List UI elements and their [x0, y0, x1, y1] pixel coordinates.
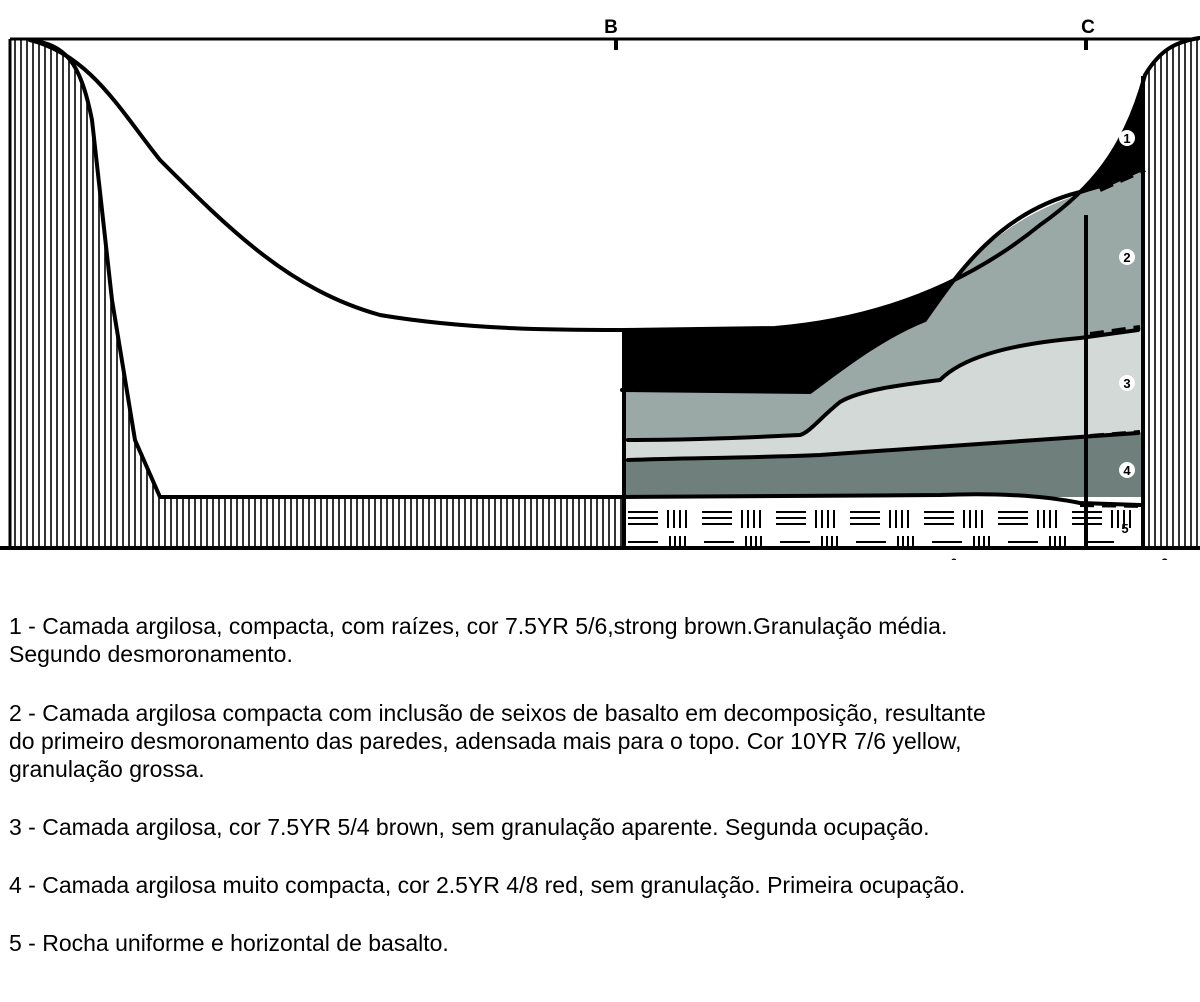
layer-number-3: 3 [1119, 375, 1135, 391]
layer-legend: 1 - Camada argilosa, compacta, com raíze… [9, 612, 1199, 957]
scale-bar-end: 2m [1161, 556, 1178, 560]
svg-text:1: 1 [1123, 131, 1130, 146]
dashed-boundary-1 [1099, 168, 1146, 192]
layer-number-4: 4 [1119, 462, 1135, 478]
dashed-boundary-4 [1089, 430, 1141, 438]
scale-bar-start: 0 [951, 556, 958, 560]
layer-2 [622, 170, 1145, 440]
section-label-c: C [1081, 17, 1095, 38]
layer-4 [622, 432, 1145, 505]
left-bedrock-wall [10, 40, 622, 548]
dashed-boundary-5 [1079, 503, 1146, 508]
layer-1 [622, 75, 1145, 392]
layer-number-5: 5 [1121, 521, 1128, 536]
legend-item-1: 1 - Camada argilosa, compacta, com raíze… [9, 613, 948, 667]
layer-number-2: 2 [1119, 249, 1135, 265]
layer-boundary-4-5 [620, 492, 1142, 507]
layer-3 [622, 330, 1145, 460]
layer-boundary-3-4 [626, 431, 1140, 462]
legend-item-5: 5 - Rocha uniforme e horizontal de basal… [9, 930, 449, 956]
stratigraphic-profile: B C 1 2 3 4 5 0 2m [0, 17, 1200, 560]
legend-item-2: 2 - Camada argilosa compacta com inclusã… [9, 700, 986, 782]
dashed-boundary-3 [1089, 325, 1141, 336]
section-label-b: B [604, 17, 618, 38]
legend-item-4: 4 - Camada argilosa muito compacta, cor … [9, 872, 966, 898]
legend-item-3: 3 - Camada argilosa, cor 7.5YR 5/4 brown… [9, 814, 930, 840]
svg-text:4: 4 [1123, 463, 1131, 478]
layer-5-rock [622, 497, 1145, 548]
left-wall-profile [28, 38, 624, 499]
svg-text:2: 2 [1123, 250, 1130, 265]
svg-text:3: 3 [1123, 376, 1130, 391]
layer-number-1: 1 [1119, 130, 1135, 146]
layer-boundary-2-3 [626, 328, 1140, 442]
right-bedrock-wall [1145, 38, 1199, 548]
layer-boundary-1-2 [620, 190, 1082, 395]
upper-surface-profile [28, 36, 1200, 333]
